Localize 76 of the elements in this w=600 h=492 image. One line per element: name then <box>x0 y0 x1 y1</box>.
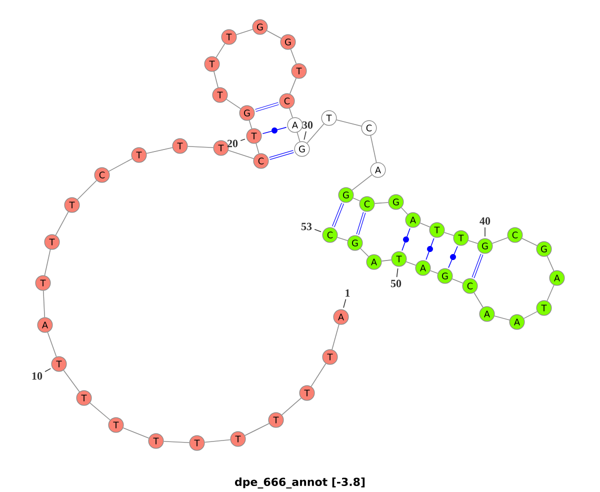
backbone-line <box>289 78 297 94</box>
backbone-line <box>494 316 510 320</box>
backbone-line <box>546 256 554 272</box>
backbone-line <box>90 402 110 420</box>
base-pair-line <box>448 246 458 268</box>
backbone-line <box>42 290 46 318</box>
backbone-line <box>266 30 282 39</box>
backbone-line <box>214 71 218 88</box>
backbone-line <box>452 278 464 284</box>
backbone-line <box>370 135 377 163</box>
base-pair-line <box>269 150 294 160</box>
backbone-line <box>44 249 51 276</box>
backbone-line <box>444 232 454 236</box>
position-number: 53 <box>301 222 312 230</box>
backbone-line <box>216 43 226 58</box>
backbone-line <box>289 108 293 118</box>
backbone-line <box>468 240 478 244</box>
backbone-line <box>522 238 538 246</box>
backbone-line <box>336 119 362 127</box>
backbone-line <box>310 363 326 387</box>
backbone-line <box>492 237 508 244</box>
backbone-line <box>400 207 408 215</box>
backbone-line <box>306 123 324 144</box>
base-pair-line <box>472 254 484 278</box>
backbone-line <box>296 132 300 142</box>
backbone-line <box>163 440 190 444</box>
base-pair-line <box>332 202 344 228</box>
base-pair-line <box>402 228 410 251</box>
backbone-line <box>204 439 231 443</box>
backbone-line <box>236 28 254 36</box>
leader-line <box>44 368 52 372</box>
backbone-line <box>55 211 69 236</box>
backbone-line <box>420 222 430 228</box>
leader-line <box>343 298 346 308</box>
backbone-line <box>406 261 416 266</box>
backbone-line <box>332 324 340 350</box>
backbone-line <box>281 398 302 416</box>
backbone-line <box>352 198 360 202</box>
base-pair-line <box>426 238 434 260</box>
base-pair-line <box>262 126 287 134</box>
backbone-line <box>226 98 241 110</box>
backbone-line <box>474 292 484 308</box>
backbone-line <box>546 284 554 302</box>
backbone-line <box>336 236 348 242</box>
leader-line <box>484 227 486 237</box>
base-pair-line <box>255 102 279 112</box>
backbone-line <box>47 332 57 358</box>
backbone-line <box>77 180 97 200</box>
backbone-line <box>523 311 538 319</box>
backbone-line <box>108 158 133 172</box>
backbone-line <box>248 120 252 129</box>
position-number: 10 <box>32 372 42 380</box>
position-number: 40 <box>480 217 490 225</box>
leader-line <box>304 130 306 140</box>
backbone-line <box>352 174 372 191</box>
position-number: 20 <box>227 140 238 148</box>
position-number: 1 <box>346 289 350 297</box>
backbone-line <box>290 48 297 64</box>
backbone-line <box>187 146 214 148</box>
backbone-line <box>430 270 438 274</box>
backbone-line <box>228 150 254 159</box>
backbone-line <box>381 260 392 262</box>
backbone-line <box>360 248 369 257</box>
base-pair-line <box>356 212 366 235</box>
backbone-line <box>146 147 173 154</box>
position-number: 50 <box>390 280 402 288</box>
caption: dpe_666_annot [-3.8] <box>234 478 365 488</box>
leader-line <box>396 268 398 278</box>
leader-line <box>314 229 322 232</box>
backbone-line <box>256 143 260 154</box>
position-number: 30 <box>302 121 313 129</box>
backbone-line <box>122 427 150 439</box>
backbone-line <box>63 370 80 392</box>
leader-line <box>240 138 246 142</box>
backbone-line <box>244 423 270 436</box>
backbone-line <box>374 202 389 204</box>
